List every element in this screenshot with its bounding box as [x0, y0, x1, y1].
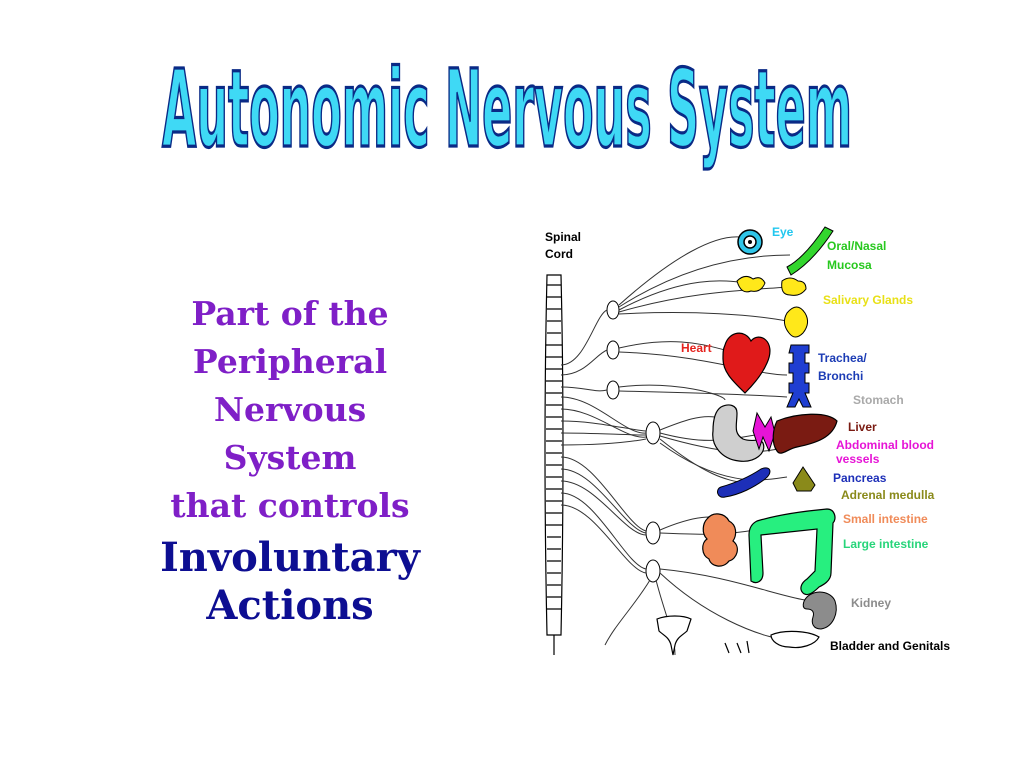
slide-title: Autonomic Nervous System — [161, 45, 854, 173]
oral-nasal-label: Oral/Nasal — [827, 239, 886, 253]
salivary-glands-label: Salivary Glands — [823, 293, 913, 307]
heart-icon — [722, 332, 771, 394]
eye-label: Eye — [772, 225, 794, 239]
liver-icon — [772, 413, 838, 454]
subtitle-emphasis: Involuntary — [160, 534, 420, 581]
pancreas-icon — [717, 467, 771, 498]
salivary-glands-icon — [736, 275, 809, 338]
subtitle-emphasis: Actions — [206, 582, 374, 629]
liver-label: Liver — [848, 420, 877, 434]
kidney-icon — [802, 591, 837, 630]
subtitle-line: Part of the — [191, 294, 389, 333]
bladder-genitals-icon — [656, 615, 820, 656]
subtitle-line: that controls — [170, 486, 410, 525]
subtitle-line: System — [223, 438, 357, 477]
abdominal-vessels-label: Abdominal blood — [836, 438, 934, 452]
abdominal-vessels-icon — [752, 411, 776, 453]
large-intestine-label: Large intestine — [843, 537, 929, 551]
ans-diagram: Spinal Cord — [544, 225, 950, 656]
small-intestine-label: Small intestine — [843, 512, 928, 526]
stomach-icon — [712, 404, 765, 462]
adrenal-medulla-icon — [792, 466, 816, 492]
spinal-cord — [544, 274, 564, 655]
stomach-label: Stomach — [853, 393, 904, 407]
heart-label: Heart — [681, 341, 712, 355]
pancreas-label: Pancreas — [833, 471, 887, 485]
slide-title-text: Autonomic Nervous System — [162, 46, 852, 172]
abdominal-vessels-label: vessels — [836, 452, 880, 466]
subtitle-line: Nervous — [213, 390, 367, 429]
oral-nasal-label: Mucosa — [827, 258, 872, 272]
large-intestine-icon — [748, 508, 836, 596]
subtitle-block: Part of the Peripheral Nervous System th… — [110, 290, 470, 630]
oral-nasal-mucosa-icon — [786, 226, 834, 276]
spinal-cord-label: Spinal — [545, 230, 581, 244]
spinal-cord-label: Cord — [545, 247, 573, 261]
subtitle-line: Peripheral — [192, 342, 388, 381]
trachea-bronchi-label: Trachea/ — [818, 351, 867, 365]
small-intestine-icon — [702, 513, 738, 567]
adrenal-medulla-label: Adrenal medulla — [841, 488, 935, 502]
bladder-genitals-label: Bladder and Genitals — [830, 639, 950, 653]
eye-icon — [737, 229, 763, 255]
trachea-bronchi-label: Bronchi — [818, 369, 863, 383]
kidney-label: Kidney — [851, 596, 891, 610]
trachea-bronchi-icon — [786, 344, 812, 408]
